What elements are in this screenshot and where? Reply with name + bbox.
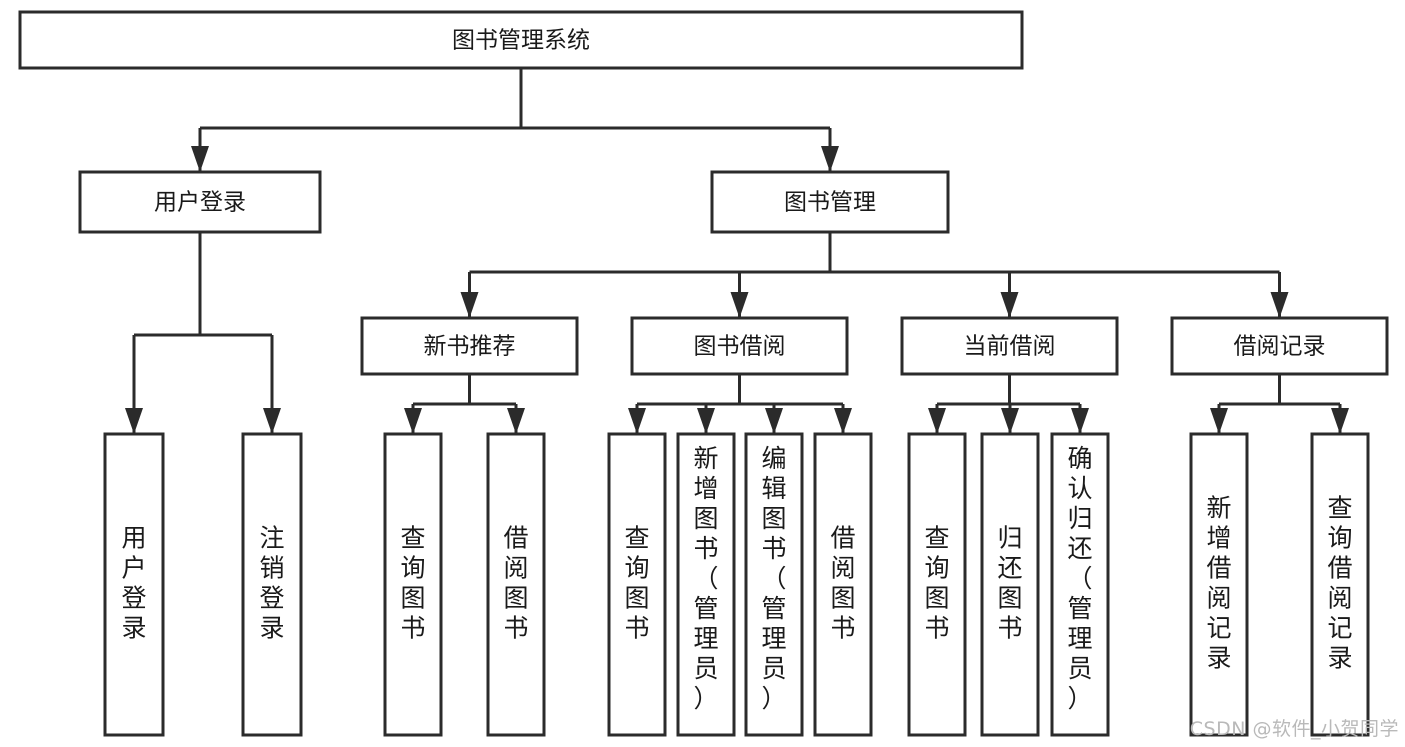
arrow-head-icon [191,146,209,172]
node-label: 查询图书 [624,524,649,643]
arrow-head-icon [1270,292,1289,318]
arrow-head-icon [821,146,839,172]
node-leaf-编辑图书管理员[interactable]: 编辑图书（管理员） [744,432,804,737]
node-layer: 图书管理系统用户登录用户登录注销登录图书管理新书推荐查询图书借阅图书图书借阅查询… [18,10,1389,737]
node-l2-用户登录[interactable]: 用户登录 [78,170,322,234]
node-label: 查询图书 [400,524,425,643]
node-box [900,316,1119,376]
node-label: 借阅图书 [830,524,855,643]
node-box [103,432,165,737]
node-label: 新书推荐 [424,334,516,360]
node-label: 查询借阅记录 [1327,494,1352,673]
arrow-head-icon [125,408,143,434]
node-leaf-确认归还管理员[interactable]: 确认归还（管理员） [1050,432,1110,737]
node-label: 借阅记录 [1234,334,1326,360]
node-label: 图书管理 [784,190,876,216]
arrow-head-icon [928,408,946,434]
connector-group [1210,374,1349,434]
connector-group [125,232,281,434]
arrow-head-icon [834,408,852,434]
node-box [907,432,967,737]
arrow-head-icon [460,292,479,318]
node-box [78,170,322,234]
node-leaf-查询图书[interactable]: 查询图书 [907,432,967,737]
node-leaf-查询借阅记录[interactable]: 查询借阅记录 [1310,432,1370,737]
connector-group [191,68,839,172]
arrow-head-icon [1331,408,1349,434]
node-box [1310,432,1370,737]
node-leaf-借阅图书[interactable]: 借阅图书 [813,432,873,737]
node-label: 新增借阅记录 [1206,494,1231,673]
node-leaf-查询图书[interactable]: 查询图书 [383,432,443,737]
node-box [1050,432,1110,737]
arrow-head-icon [765,408,783,434]
connector-group [928,374,1089,434]
node-leaf-归还图书[interactable]: 归还图书 [980,432,1040,737]
node-label: 查询图书 [924,524,949,643]
node-box [360,316,579,376]
arrow-head-icon [1000,292,1019,318]
connector-layer [125,68,1349,434]
node-label: 当前借阅 [964,334,1056,360]
node-box [630,316,849,376]
node-box [1170,316,1389,376]
node-leaf-新增图书管理员[interactable]: 新增图书（管理员） [676,432,736,737]
node-label: 注销登录 [259,524,284,643]
node-leaf-注销登录[interactable]: 注销登录 [241,432,303,737]
arrow-head-icon [1210,408,1228,434]
node-l3-图书借阅[interactable]: 图书借阅 [630,316,849,376]
node-label: 图书借阅 [694,334,786,360]
csdn-watermark: CSDN @软件_小贺同学 [1189,718,1399,740]
arrow-head-icon [404,408,422,434]
node-leaf-新增借阅记录[interactable]: 新增借阅记录 [1189,432,1249,737]
connector-group [404,374,525,434]
node-box [1189,432,1249,737]
node-leaf-借阅图书[interactable]: 借阅图书 [486,432,546,737]
node-box [18,10,1024,70]
node-label: 图书管理系统 [452,28,590,54]
node-box [813,432,873,737]
node-box [486,432,546,737]
arrow-head-icon [1071,408,1089,434]
node-l2-图书管理[interactable]: 图书管理 [710,170,950,234]
node-label: 用户登录 [121,524,146,643]
node-label: 借阅图书 [503,524,528,643]
arrow-head-icon [730,292,749,318]
node-root-图书管理系统[interactable]: 图书管理系统 [18,10,1024,70]
connector-group [460,232,1289,318]
node-box [710,170,950,234]
node-leaf-查询图书[interactable]: 查询图书 [607,432,667,737]
node-label: 归还图书 [997,524,1022,643]
node-l3-当前借阅[interactable]: 当前借阅 [900,316,1119,376]
node-label: 新增图书（管理员） [693,444,718,713]
arrow-head-icon [697,408,715,434]
connector-group [628,374,852,434]
node-box [383,432,443,737]
node-label: 确认归还（管理员） [1067,444,1092,713]
arrow-head-icon [263,408,281,434]
node-leaf-用户登录[interactable]: 用户登录 [103,432,165,737]
node-box [241,432,303,737]
arrow-head-icon [1001,408,1019,434]
arrow-head-icon [507,408,525,434]
node-label: 用户登录 [154,190,246,216]
node-box [980,432,1040,737]
node-label: 编辑图书（管理员） [761,444,786,713]
node-box [676,432,736,737]
node-box [744,432,804,737]
arrow-head-icon [628,408,646,434]
node-l3-借阅记录[interactable]: 借阅记录 [1170,316,1389,376]
node-box [607,432,667,737]
node-l3-新书推荐[interactable]: 新书推荐 [360,316,579,376]
